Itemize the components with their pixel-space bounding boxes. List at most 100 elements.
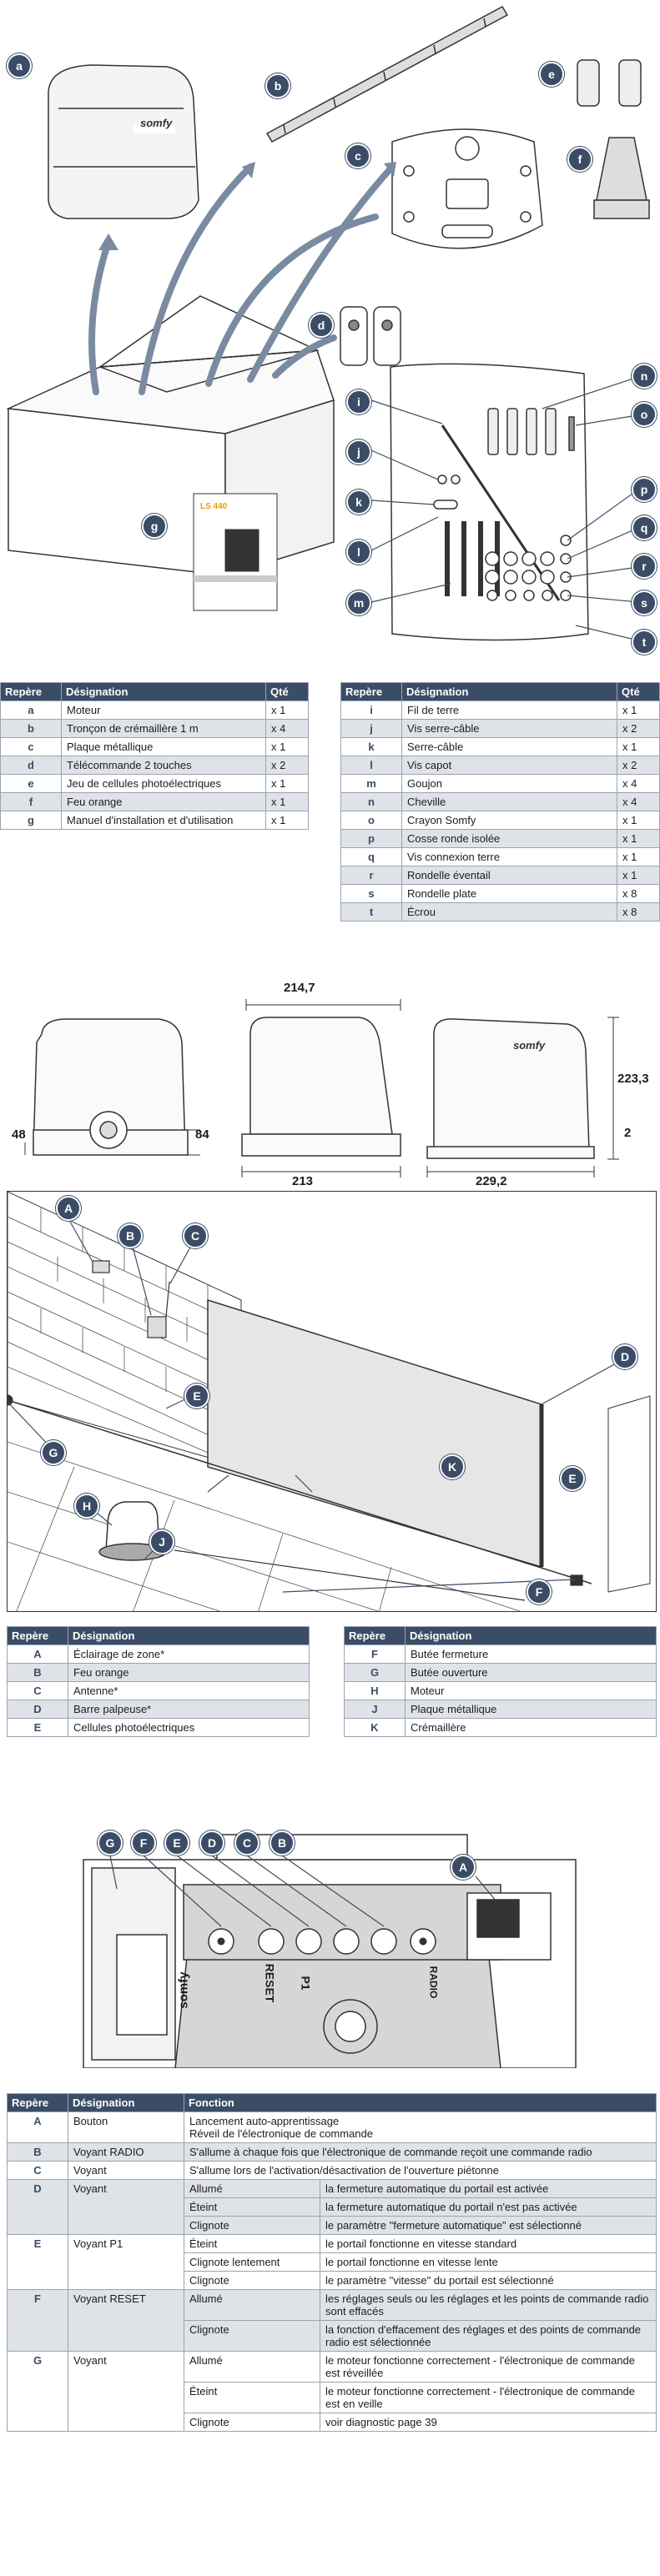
cell-qty: x 8 bbox=[617, 902, 660, 921]
board-badge-D: D bbox=[199, 1830, 224, 1855]
cell-rep: b bbox=[0, 719, 62, 738]
cell-qty: x 4 bbox=[617, 792, 660, 811]
cell-rep: k bbox=[340, 737, 402, 756]
badge-r: r bbox=[632, 554, 657, 579]
cell-state: Clignote bbox=[184, 2413, 320, 2432]
dim-229-2: 229,2 bbox=[476, 1174, 507, 1188]
cell-designation: Serre-câble bbox=[401, 737, 617, 756]
install-badge-A: A bbox=[56, 1196, 81, 1221]
hardware-table-header-qty: Qté bbox=[617, 682, 660, 701]
hardware-table-header-rep: Repère bbox=[340, 682, 402, 701]
cell-rep: d bbox=[0, 756, 62, 775]
install-badge-D: D bbox=[612, 1344, 637, 1369]
svg-text:somfy: somfy bbox=[513, 1039, 546, 1052]
badge-b: b bbox=[265, 73, 290, 98]
cell-state: Allumé bbox=[184, 2179, 320, 2198]
cell-designation: Moteur bbox=[405, 1681, 657, 1700]
cell-rep: E bbox=[7, 1718, 68, 1737]
badge-a: a bbox=[7, 53, 32, 78]
control-board-illustration: somfy RESET P1 RADIO G F E D C B A bbox=[67, 1776, 592, 2068]
cell-designation: Rondelle éventail bbox=[401, 866, 617, 885]
cell-designation: Jeu de cellules photoélectriques bbox=[61, 774, 266, 793]
cell-qty: x 1 bbox=[265, 774, 309, 793]
cell-function: S'allume lors de l'activation/désactivat… bbox=[184, 2161, 657, 2180]
install-left-header-des: Désignation bbox=[68, 1626, 310, 1645]
board-label-reset: RESET bbox=[263, 1963, 277, 2003]
install-badge-J: J bbox=[149, 1529, 174, 1554]
control-board-drawing bbox=[83, 1834, 577, 2068]
cell-designation: Fil de terre bbox=[401, 700, 617, 720]
cell-designation: Tronçon de crémaillère 1 m bbox=[61, 719, 266, 738]
cell-designation: Télécommande 2 touches bbox=[61, 756, 266, 775]
cell-rep: a bbox=[0, 700, 62, 720]
cell-designation: Goujon bbox=[401, 774, 617, 793]
cell-rep: e bbox=[0, 774, 62, 793]
cell-state: Éteint bbox=[184, 2382, 320, 2413]
dimensions-drawing: somfy bbox=[24, 999, 619, 1178]
rack-drawing bbox=[265, 5, 509, 143]
cell-rep: r bbox=[340, 866, 402, 885]
dim-213: 213 bbox=[292, 1174, 314, 1188]
cell-qty: x 1 bbox=[617, 700, 660, 720]
cell-designation: Crayon Somfy bbox=[401, 811, 617, 830]
cell-rep: D bbox=[7, 2179, 68, 2235]
dim-48: 48 bbox=[12, 1127, 26, 1142]
cell-function: la fermeture automatique du portail est … bbox=[320, 2179, 657, 2198]
cell-designation: Crémaillère bbox=[405, 1718, 657, 1737]
kit-table-header-rep: Repère bbox=[0, 682, 62, 701]
cell-state: Éteint bbox=[184, 2197, 320, 2217]
cell-rep: o bbox=[340, 811, 402, 830]
kit-table-header-qty: Qté bbox=[265, 682, 309, 701]
cell-rep: B bbox=[7, 2142, 68, 2162]
install-badge-E1: E bbox=[184, 1383, 209, 1409]
board-label-radio: RADIO bbox=[427, 1966, 440, 1999]
badge-f: f bbox=[567, 147, 592, 172]
cell-rep: n bbox=[340, 792, 402, 811]
board-label-p1: P1 bbox=[299, 1976, 313, 1991]
cell-designation: Butée ouverture bbox=[405, 1663, 657, 1682]
cell-function: le moteur fonctionne correctement - l'él… bbox=[320, 2351, 657, 2383]
badge-t: t bbox=[632, 630, 657, 655]
cell-rep: E bbox=[7, 2234, 68, 2290]
cell-designation: Plaque métallique bbox=[405, 1700, 657, 1719]
cell-rep: s bbox=[340, 884, 402, 903]
board-brand: somfy bbox=[176, 1971, 191, 2009]
cell-designation: Voyant RESET bbox=[68, 2289, 184, 2352]
cell-rep: F bbox=[7, 2289, 68, 2352]
badge-e: e bbox=[539, 62, 564, 87]
cell-qty: x 4 bbox=[265, 719, 309, 738]
cell-designation: Feu orange bbox=[61, 792, 266, 811]
cell-qty: x 8 bbox=[617, 884, 660, 903]
cell-state: Clignote bbox=[184, 2216, 320, 2235]
badge-g: g bbox=[142, 514, 167, 539]
cell-designation: Voyant bbox=[68, 2179, 184, 2235]
cell-designation: Cellules photoélectriques bbox=[68, 1718, 310, 1737]
cell-rep: F bbox=[344, 1645, 406, 1664]
kit-illustration: somfy bbox=[0, 0, 660, 667]
cell-rep: i bbox=[340, 700, 402, 720]
dim-2: 2 bbox=[624, 1126, 632, 1140]
cell-state: Clignote lentement bbox=[184, 2252, 320, 2272]
install-right-header-rep: Repère bbox=[344, 1626, 406, 1645]
install-badge-E2: E bbox=[560, 1466, 585, 1491]
